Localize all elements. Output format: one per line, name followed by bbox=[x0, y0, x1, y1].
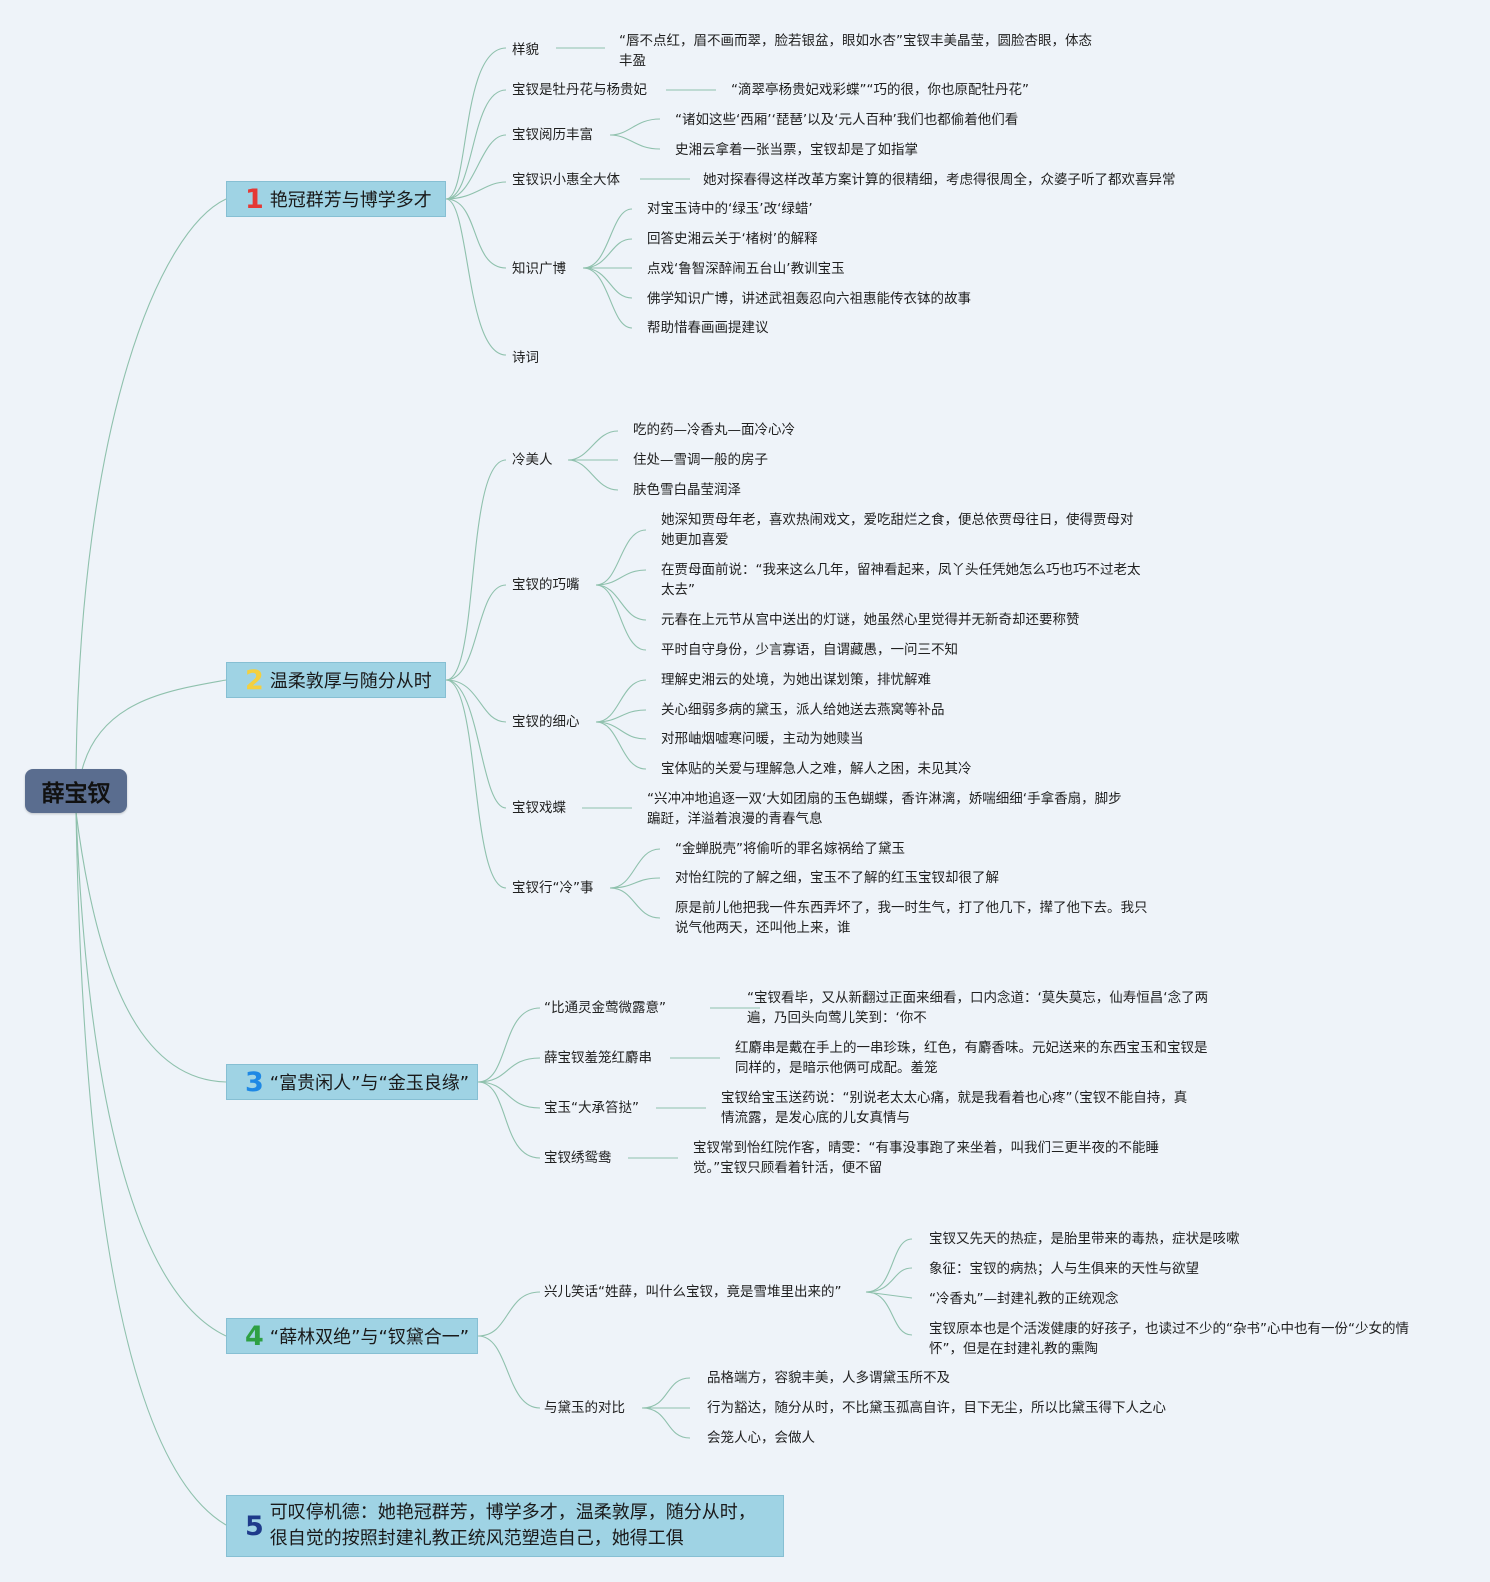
b3-s1-leaf-2: 遍，乃回头向莺儿笑到：‘你不 bbox=[747, 1010, 927, 1026]
b3-s3-leaf-1[interactable]: 宝钗给宝玉送药说：“别说老太太心痛，就是我看着也心疼”（宝钗不能自持，真 bbox=[721, 1090, 1188, 1106]
b3-s4-leaf-2: 觉。”宝钗只顾看着针活，便不留 bbox=[693, 1160, 883, 1176]
branch-5-line-2: 很自觉的按照封建礼教正统风范塑造自己，她得工俱 bbox=[269, 1528, 684, 1549]
b1-s5[interactable]: 知识广博 bbox=[512, 261, 566, 277]
b4-s2-leaf-2[interactable]: 行为豁达，随分从时，不比黛玉孤高自许，目下无尘，所以比黛玉得下人之心 bbox=[707, 1400, 1166, 1416]
b4-s2-leaf-3[interactable]: 会笼人心，会做人 bbox=[707, 1430, 815, 1446]
branch-5-line-1: 可叹停机德：她艳冠群芳，博学多才，温柔敦厚，随分从时， bbox=[269, 1502, 756, 1523]
b4-s2-leaf-1[interactable]: 品格端方，容貌丰美，人多谓黛玉所不及 bbox=[707, 1370, 950, 1386]
b4-s1-leaf-4[interactable]: 宝钗原本也是个活泼健康的好孩子，也读过不少的“杂书”心中也有一份“少女的情 bbox=[929, 1321, 1409, 1337]
b1-s6[interactable]: 诗词 bbox=[512, 350, 539, 366]
b2-s2-leaf-1[interactable]: 她深知贾母年老，喜欢热闹戏文，爱吃甜烂之食，便总依贾母往日，使得贾母对 bbox=[661, 512, 1134, 528]
b4-s1-leaf-4b: 怀”，但是在封建礼教的熏陶 bbox=[929, 1341, 1098, 1357]
b2-s1-leaf-1[interactable]: 吃的药—冷香丸—面冷心冷 bbox=[633, 422, 795, 438]
b2-s3-leaf-4[interactable]: 宝体贴的关爱与理解急人之难，解人之困，未见其冷 bbox=[661, 761, 972, 777]
b1-s5-leaf-3[interactable]: 点戏‘鲁智深醉闹五台山’教训宝玉 bbox=[647, 261, 845, 277]
b1-s4[interactable]: 宝钗识小惠全大体 bbox=[512, 172, 620, 188]
b1-s5-leaf-5[interactable]: 帮助惜春画画提建议 bbox=[647, 320, 769, 336]
b1-s5-leaf-1[interactable]: 对宝玉诗中的‘绿玉’改‘绿蜡’ bbox=[647, 201, 813, 217]
b1-s1-leaf-2: 丰盈 bbox=[619, 53, 646, 69]
branch-5[interactable]: 5 可叹停机德：她艳冠群芳，博学多才，温柔敦厚，随分从时， 很自觉的按照封建礼教… bbox=[226, 1495, 784, 1557]
branch-4-title: “薛林双绝”与“钗黛合一” bbox=[269, 1327, 470, 1348]
branch-1-title: 艳冠群芳与博学多才 bbox=[269, 190, 432, 211]
b2-s3[interactable]: 宝钗的细心 bbox=[512, 714, 580, 730]
root-node[interactable]: 薛宝钗 bbox=[25, 769, 127, 813]
b1-s4-leaf[interactable]: 她对探春得这样改革方案计算的很精细，考虑得很周全，众婆子听了都欢喜异常 bbox=[703, 172, 1176, 188]
b3-s2[interactable]: 薛宝钗羞笼红麝串 bbox=[544, 1050, 652, 1066]
branch-4[interactable]: 4 “薛林双绝”与“钗黛合一” bbox=[226, 1318, 478, 1354]
b1-s5-leaf-2[interactable]: 回答史湘云关于‘楮树’的解释 bbox=[647, 231, 818, 247]
b2-s2[interactable]: 宝钗的巧嘴 bbox=[512, 577, 580, 593]
b2-s2-leaf-4[interactable]: 平时自守身份，少言寡语，自谓藏愚，一问三不知 bbox=[661, 642, 958, 658]
b2-s3-leaf-2[interactable]: 关心细弱多病的黛玉，派人给她送去燕窝等补品 bbox=[661, 702, 945, 718]
b3-s4[interactable]: 宝钗绣鸳鸯 bbox=[544, 1150, 612, 1166]
b2-s2-leaf-1b: 她更加喜爱 bbox=[661, 532, 729, 548]
b3-s1-leaf-1[interactable]: “宝钗看毕，又从新翻过正面来细看，口内念道：‘莫失莫忘，仙寿恒昌‘念了两 bbox=[747, 990, 1209, 1006]
b2-s5-leaf-1[interactable]: “金蝉脱壳”将偷听的罪名嫁祸给了黛玉 bbox=[675, 841, 905, 857]
b1-s1[interactable]: 样貌 bbox=[512, 42, 539, 58]
b3-s2-leaf-1[interactable]: 红麝串是戴在手上的一串珍珠，红色，有麝香味。元妃送来的东西宝玉和宝钗是 bbox=[735, 1040, 1208, 1056]
b2-s5-leaf-3[interactable]: 原是前儿他把我一件东西弄坏了，我一时生气，打了他几下，撵了他下去。我只 bbox=[675, 900, 1148, 916]
b1-s3-leaf-1[interactable]: “诸如这些‘西厢’‘琵琶’以及‘元人百种’我们也都偷着他们看 bbox=[675, 112, 1019, 128]
b1-s5-leaf-4[interactable]: 佛学知识广博，讲述武祖轰忍向六祖惠能传衣钵的故事 bbox=[647, 291, 971, 307]
b3-s1[interactable]: “比通灵金莺微露意” bbox=[544, 1000, 666, 1016]
b2-s1-leaf-3[interactable]: 肤色雪白晶莹润泽 bbox=[633, 482, 741, 498]
branch-3-title: “富贵闲人”与“金玉良缘” bbox=[269, 1073, 470, 1094]
b2-s1-leaf-2[interactable]: 住处—雪调一般的房子 bbox=[633, 452, 768, 468]
b2-s2-leaf-3[interactable]: 元春在上元节从宫中送出的灯谜，她虽然心里觉得并无新奇却还要称赞 bbox=[661, 612, 1080, 628]
b1-s2[interactable]: 宝钗是牡丹花与杨贵妃 bbox=[512, 82, 647, 98]
b1-s3[interactable]: 宝钗阅历丰富 bbox=[512, 127, 593, 143]
branch-1-number: 1 bbox=[245, 183, 264, 215]
b2-s5[interactable]: 宝钗行“冷”事 bbox=[512, 880, 594, 896]
b1-s1-leaf[interactable]: “唇不点红，眉不画而翠，脸若银盆，眼如水杏”宝钗丰美晶莹，圆脸杏眼，体态 bbox=[619, 33, 1092, 49]
branch-2[interactable]: 2 温柔敦厚与随分从时 bbox=[226, 662, 446, 698]
b2-s2-leaf-2[interactable]: 在贾母面前说：“我来这么几年，留神看起来，凤丫头任凭她怎么巧也巧不过老太 bbox=[661, 562, 1141, 578]
b2-s1[interactable]: 冷美人 bbox=[512, 452, 553, 468]
b2-s5-leaf-2[interactable]: 对怡红院的了解之细，宝玉不了解的红玉宝钗却很了解 bbox=[675, 870, 999, 886]
branch-2-title: 温柔敦厚与随分从时 bbox=[269, 671, 432, 692]
branch-3-number: 3 bbox=[245, 1066, 264, 1098]
b1-s3-leaf-2[interactable]: 史湘云拿着一张当票，宝钗却是了如指掌 bbox=[675, 142, 918, 158]
b4-s1-leaf-1[interactable]: 宝钗又先天的热症，是胎里带来的毒热，症状是咳嗽 bbox=[929, 1231, 1240, 1247]
b3-s4-leaf-1[interactable]: 宝钗常到怡红院作客，晴雯：“有事没事跑了来坐着，叫我们三更半夜的不能睡 bbox=[693, 1140, 1159, 1156]
b2-s2-leaf-2b: 太去” bbox=[661, 582, 695, 598]
b4-s2[interactable]: 与黛玉的对比 bbox=[544, 1400, 625, 1416]
b2-s5-leaf-3b: 说气他两天，还叫他上来，谁 bbox=[675, 920, 851, 936]
branch-1[interactable]: 1 艳冠群芳与博学多才 bbox=[226, 181, 446, 217]
branch-5-number: 5 bbox=[245, 1510, 264, 1542]
b4-s1-leaf-2[interactable]: 象征：宝钗的病热；人与生俱来的天性与欲望 bbox=[929, 1261, 1199, 1277]
b3-s3-leaf-2: 情流露，是发心底的儿女真情与 bbox=[721, 1110, 910, 1126]
b2-s4-leaf-2: 蹁跹，洋溢着浪漫的青春气息 bbox=[647, 811, 823, 827]
branch-2-number: 2 bbox=[245, 664, 264, 696]
b2-s3-leaf-3[interactable]: 对邢岫烟嘘寒问暖，主动为她赎当 bbox=[661, 731, 864, 747]
b2-s4-leaf-1[interactable]: “兴冲冲地追逐一双‘大如团扇的玉色蝴蝶，香许淋漓，娇喘细细‘手拿香扇，脚步 bbox=[647, 791, 1122, 807]
b2-s3-leaf-1[interactable]: 理解史湘云的处境，为她出谋划策，排忧解难 bbox=[661, 672, 931, 688]
b4-s1[interactable]: 兴儿笑话“姓薛，叫什么宝钗，竟是雪堆里出来的” bbox=[544, 1284, 842, 1300]
b2-s4[interactable]: 宝钗戏蝶 bbox=[512, 800, 566, 816]
b3-s2-leaf-2: 同样的，是暗示他俩可成配。羞笼 bbox=[735, 1060, 938, 1076]
b1-s2-leaf[interactable]: “滴翠亭杨贵妃戏彩蝶”“巧的很，你也原配牡丹花” bbox=[731, 82, 1029, 98]
b3-s3[interactable]: 宝玉“大承笞挞” bbox=[544, 1100, 639, 1116]
branch-4-number: 4 bbox=[245, 1320, 264, 1352]
branch-3[interactable]: 3 “富贵闲人”与“金玉良缘” bbox=[226, 1064, 478, 1100]
b4-s1-leaf-3[interactable]: “冷香丸”—封建礼教的正统观念 bbox=[929, 1291, 1119, 1307]
